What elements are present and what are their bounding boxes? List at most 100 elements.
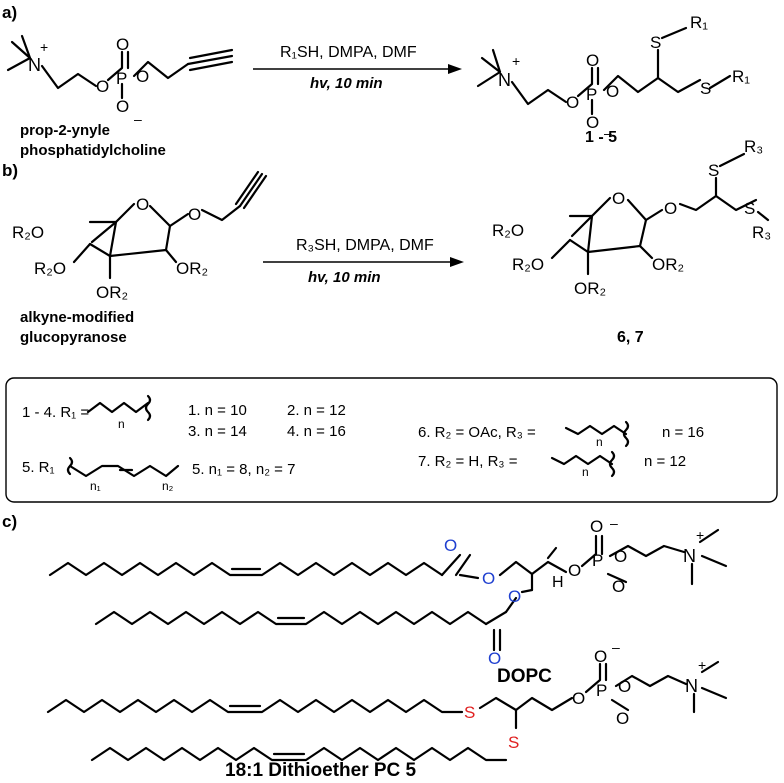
- product-6-7-structure: O R₂O R₂O OR₂ OR₂ O S R₃ S R₃: [492, 137, 771, 298]
- atom-p: P: [116, 69, 127, 88]
- legend-entry-3: 3. n = 14: [188, 423, 247, 440]
- start-name-line1: prop-2-ynyle: [20, 122, 110, 139]
- atom-o: O: [116, 35, 129, 54]
- substituent-legend: 1 - 4. R₁ = n 1. n = 10 2. n = 12 3. n =…: [5, 377, 778, 503]
- atom-s: S: [650, 33, 661, 52]
- ring-oxygen: O: [612, 189, 625, 208]
- charge-plus: +: [696, 527, 704, 543]
- wavy-bond-icon: [622, 420, 630, 448]
- atom-n: N: [498, 70, 511, 90]
- alkyl-chain-r3: [550, 454, 614, 466]
- dopc-name: DOPC: [497, 666, 552, 687]
- atom-s: S: [700, 79, 711, 98]
- dithioether-pc-structure: S S O P O – O O N +: [46, 639, 728, 762]
- dithioether-name: 18:1 Dithioether PC 5: [225, 760, 417, 781]
- charge-plus: +: [512, 53, 520, 69]
- arrow-head: [448, 64, 462, 74]
- or2-group: OR₂: [652, 255, 684, 274]
- atom-o: O: [594, 647, 607, 666]
- reagents-b: R₃SH, DMPA, DMF: [296, 237, 434, 254]
- r2o-group: R₂O: [34, 259, 66, 278]
- oleoyl-chain-2: [94, 610, 488, 626]
- r2o-group: R₂O: [512, 255, 544, 274]
- start-name-line2: phosphatidylcholine: [20, 142, 166, 159]
- r2o-group: R₂O: [12, 223, 44, 242]
- atom-o: O: [586, 113, 599, 132]
- legend-row1-prefix: 1 - 4. R₁ =: [22, 404, 89, 421]
- atom-n: N: [685, 676, 698, 696]
- charge-minus: –: [134, 111, 142, 127]
- charge-plus: +: [698, 657, 706, 673]
- atom-s: S: [744, 199, 755, 218]
- conditions-a: hv, 10 min: [310, 75, 383, 92]
- thioether-sulfur: S: [464, 703, 475, 722]
- panel-b-label: b): [2, 161, 18, 180]
- atom-o: O: [616, 709, 629, 728]
- ester-oxygen: O: [508, 587, 521, 606]
- legend-entry-4: 4. n = 16: [287, 423, 346, 440]
- substituent-r3: R₃: [744, 137, 763, 156]
- legend-n-label: n: [118, 417, 125, 431]
- legend-row2-prefix: 5. R₁: [22, 459, 55, 476]
- alkyl-chain-r1: [86, 401, 150, 414]
- atom-o: O: [612, 577, 625, 596]
- arrow-head: [450, 257, 464, 267]
- legend-entry6-tail: n = 16: [662, 424, 704, 441]
- r2o-group: R₂O: [492, 221, 524, 240]
- legend-entry-2: 2. n = 12: [287, 402, 346, 419]
- conditions-b: hv, 10 min: [308, 269, 381, 286]
- wavy-bond-icon: [144, 394, 152, 422]
- legend-box: [5, 377, 778, 503]
- substituent-r1: R₁: [690, 13, 708, 32]
- panel-b: b) O R₂O R₂O OR₂ OR₂ O alkyne-modified: [2, 137, 771, 346]
- legend-entry-1: 1. n = 10: [188, 402, 247, 419]
- panel-c-label: c): [2, 512, 17, 531]
- oleoyl-chain-1: [48, 561, 444, 577]
- or2-group: OR₂: [574, 279, 606, 298]
- atom-p: P: [596, 681, 607, 700]
- product-1-5-structure: N + O P O O O – S R₁ S R₁: [476, 13, 750, 141]
- charge-minus: –: [610, 515, 618, 531]
- atom-n: N: [683, 546, 696, 566]
- product-id-b: 6, 7: [617, 329, 644, 346]
- atom-p: P: [586, 85, 597, 104]
- oleyl-chain-2: [90, 746, 508, 762]
- chiral-hydrogen: H: [552, 574, 564, 591]
- ester-oxygen: O: [488, 649, 501, 668]
- atom-s: S: [708, 161, 719, 180]
- propargyl-pc-structure: N + O P O O O –: [6, 34, 234, 127]
- legend-entry6-n: n: [596, 435, 603, 449]
- glycosidic-oxygen: O: [188, 205, 201, 224]
- legend-entry-6: 6. R₂ = OAc, R₃ =: [418, 424, 536, 441]
- legend-entry-7: 7. R₂ = H, R₃ =: [418, 453, 518, 470]
- alkyl-chain-r3: [564, 424, 628, 436]
- charge-minus: –: [604, 125, 612, 141]
- legend-entry-5: 5. n₁ = 8, n₂ = 7: [192, 461, 295, 478]
- atom-o: O: [586, 51, 599, 70]
- atom-n: N: [28, 55, 41, 75]
- legend-entry7-tail: n = 12: [644, 453, 686, 470]
- ester-oxygen: O: [444, 536, 457, 555]
- atom-o: O: [572, 689, 585, 708]
- panel-a: a) N + O P O O O – prop-2-ynyle phosphat…: [2, 3, 750, 159]
- ester-oxygen: O: [482, 569, 495, 588]
- atom-o: O: [136, 67, 149, 86]
- or2-group: OR₂: [176, 259, 208, 278]
- start-name-b-line2: glucopyranose: [20, 329, 127, 346]
- atom-o: O: [566, 93, 579, 112]
- atom-o: O: [590, 517, 603, 536]
- atom-o: O: [606, 82, 619, 101]
- thioether-sulfur: S: [508, 733, 519, 752]
- atom-o: O: [614, 547, 627, 566]
- ring-oxygen: O: [136, 195, 149, 214]
- atom-o: O: [618, 677, 631, 696]
- atom-p: P: [592, 551, 603, 570]
- legend-n2-label: n₂: [162, 479, 174, 493]
- atom-o: O: [116, 97, 129, 116]
- substituent-r3: R₃: [752, 223, 771, 242]
- charge-minus: –: [612, 639, 620, 655]
- legend-entry7-n: n: [582, 465, 589, 479]
- reagents-a: R₁SH, DMPA, DMF: [280, 44, 417, 61]
- atom-o: O: [96, 77, 109, 96]
- glycosidic-oxygen: O: [664, 199, 677, 218]
